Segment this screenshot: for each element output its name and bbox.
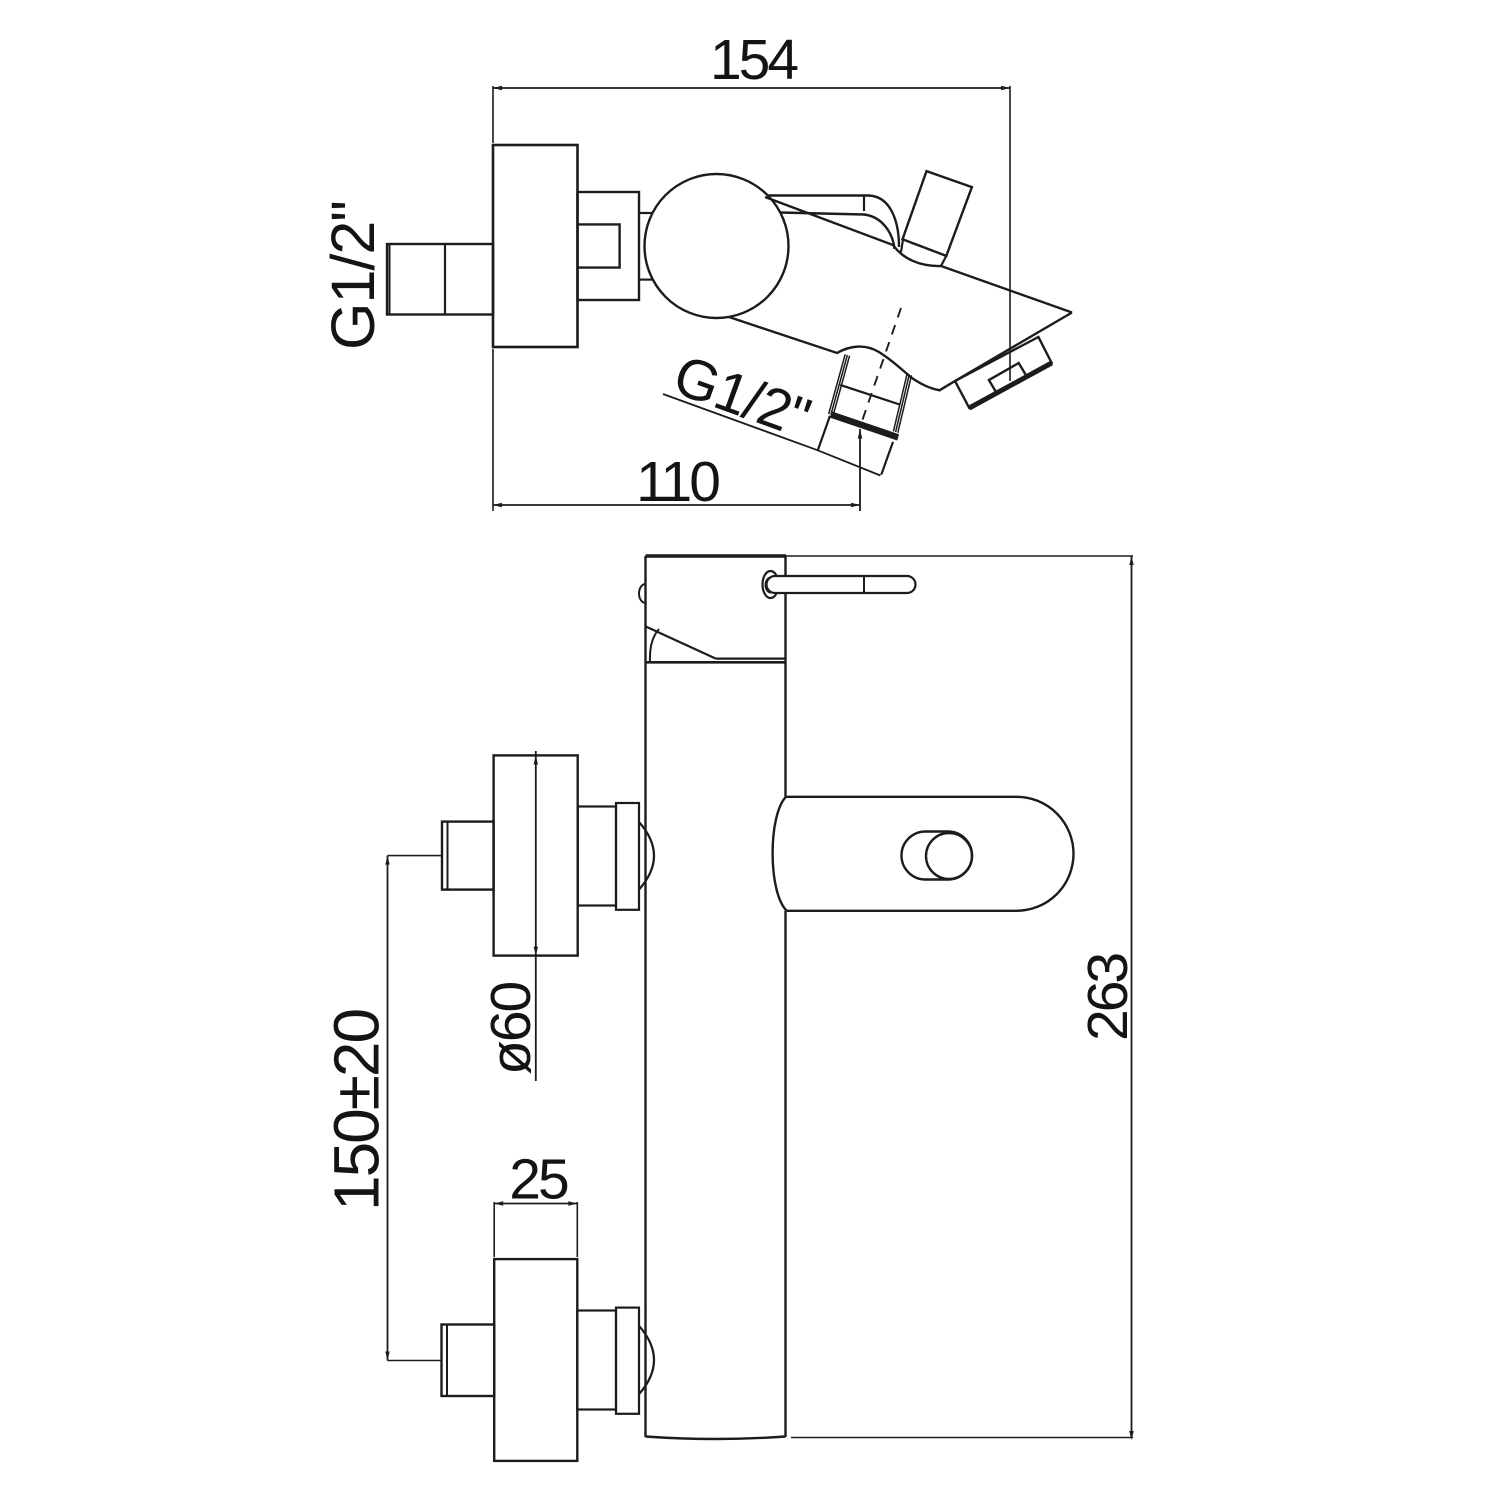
svg-text:ø60: ø60 bbox=[479, 982, 543, 1075]
svg-text:150±20: 150±20 bbox=[321, 1010, 393, 1212]
svg-text:25: 25 bbox=[509, 1148, 568, 1212]
svg-text:154: 154 bbox=[710, 28, 798, 92]
svg-text:263: 263 bbox=[1076, 954, 1140, 1041]
svg-text:G1/2": G1/2" bbox=[319, 201, 387, 350]
svg-text:110: 110 bbox=[636, 450, 719, 514]
